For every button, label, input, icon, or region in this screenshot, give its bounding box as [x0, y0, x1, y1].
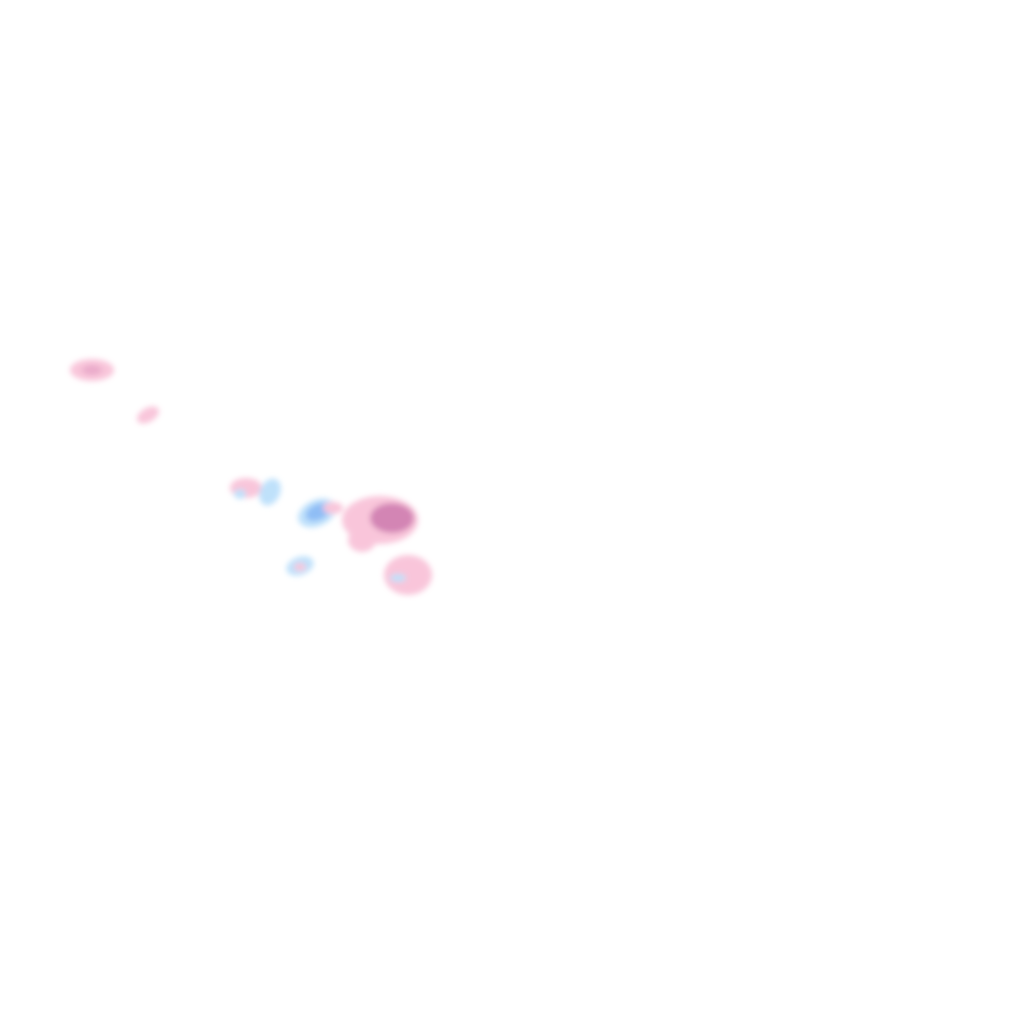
echo-snow — [390, 574, 406, 582]
echo-mix — [294, 563, 306, 571]
echo-snow — [259, 478, 281, 506]
echo-snow — [234, 489, 246, 499]
echo-mix-core — [82, 365, 102, 375]
echo-mix — [348, 528, 376, 552]
echo-mix — [137, 406, 159, 424]
echo-mix-core — [370, 503, 414, 533]
echo-mix — [323, 502, 343, 514]
echo-mix — [384, 555, 432, 595]
